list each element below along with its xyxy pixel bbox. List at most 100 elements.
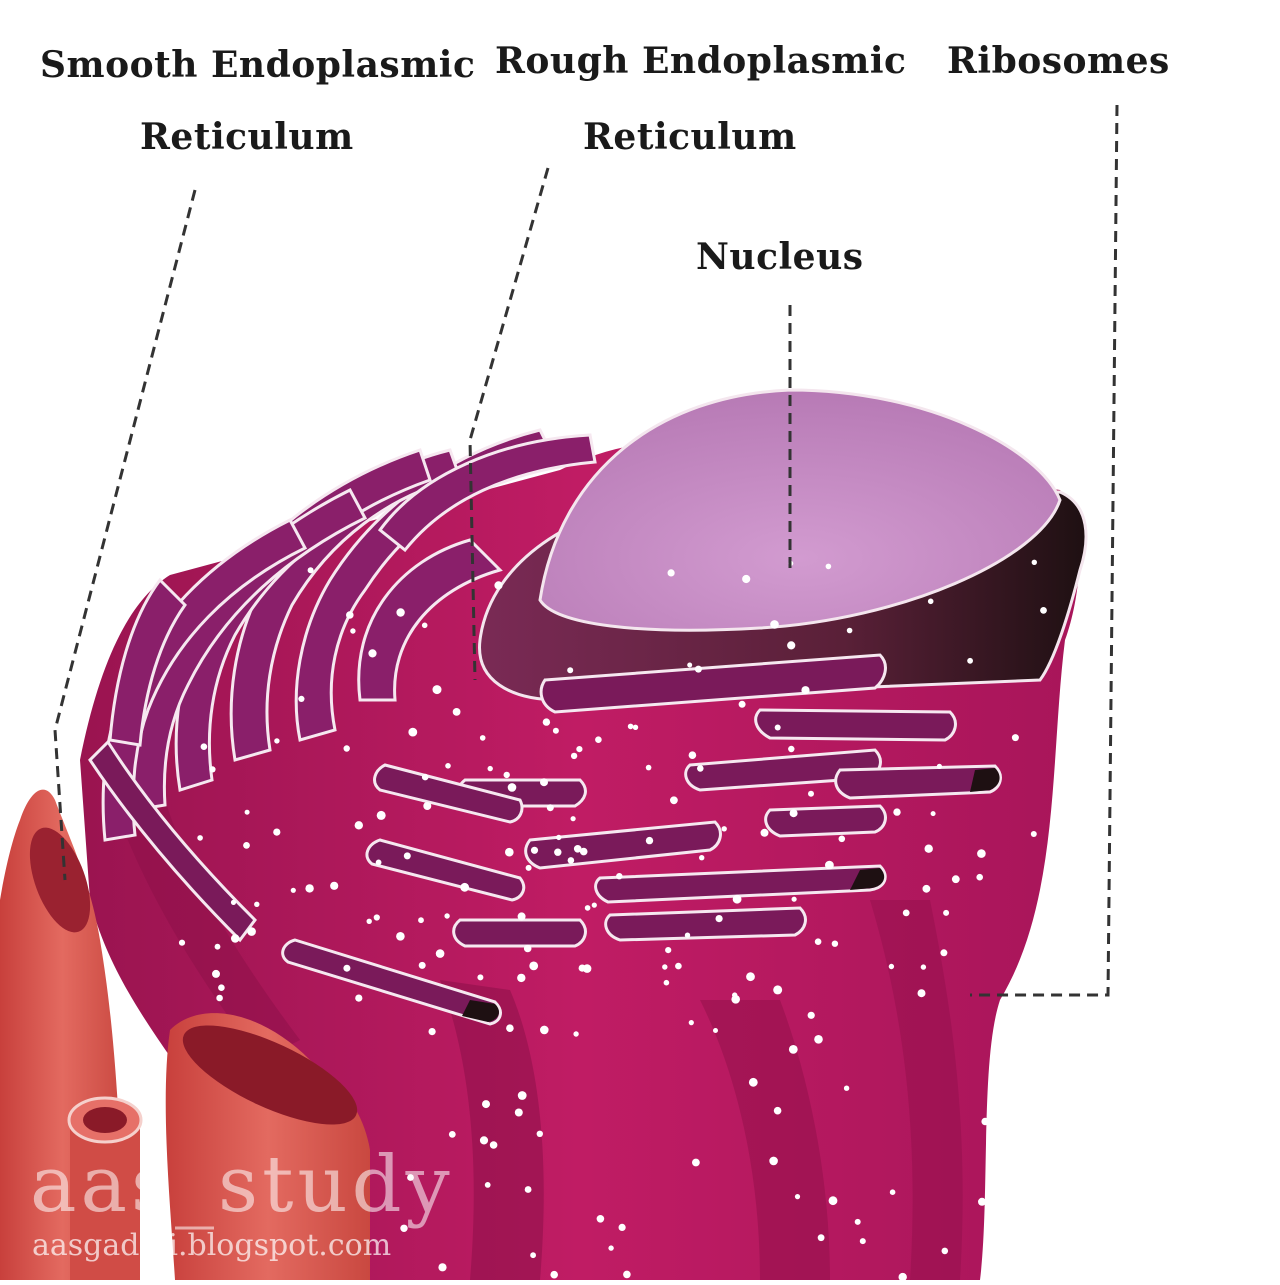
- smooth-er-leader: [53, 189, 197, 881]
- ribosome-dot: [715, 915, 723, 923]
- ribosome-dot: [773, 985, 783, 995]
- ribosome-dot: [769, 1156, 778, 1166]
- ribosome-dot: [494, 581, 503, 590]
- ribosome-dot: [578, 964, 586, 972]
- ribosome-dot: [645, 764, 652, 771]
- ribosome-dot: [608, 1245, 614, 1251]
- ribosome-dot: [573, 845, 582, 853]
- ribosome-dot: [435, 949, 445, 958]
- ribosome-dot: [831, 940, 839, 947]
- ribosome-dot: [936, 763, 943, 770]
- ribosome-dot: [366, 918, 372, 924]
- ribosome-dot: [801, 686, 810, 695]
- ribosome-dot: [396, 608, 405, 617]
- ribosome-dot: [584, 905, 591, 911]
- ribosomes-leader: [970, 104, 1119, 997]
- ribosome-dot: [977, 849, 986, 858]
- ribosome-dot: [893, 808, 901, 816]
- cytoplasm-fold: [870, 900, 963, 1280]
- ribosome-dot: [789, 809, 798, 818]
- ribosome-dot: [688, 751, 697, 759]
- ribosome-dot: [484, 1182, 491, 1188]
- ribosome-dot: [517, 973, 526, 983]
- ribosome-dot: [421, 773, 429, 781]
- ribosome-dot: [346, 611, 354, 619]
- ribosome-dot: [713, 1028, 718, 1033]
- ribosome-dot: [305, 884, 314, 893]
- ribosome-dot: [530, 1252, 536, 1259]
- ribosome-dot: [732, 894, 742, 904]
- ribosome-dot: [1037, 971, 1046, 980]
- ribosome-dot: [274, 738, 280, 744]
- ribosome-dot: [898, 1272, 907, 1282]
- leader-lines: [53, 104, 1119, 997]
- ribosome-dot: [506, 1024, 514, 1032]
- rough-er-label-line1: Rough Endoplasmic: [495, 40, 907, 82]
- ribosome-dot: [517, 912, 526, 921]
- ribosome-dot: [927, 598, 934, 605]
- ribosome-dot: [546, 804, 554, 812]
- ribosome-dot: [951, 875, 960, 884]
- ribosome-dot: [665, 947, 672, 954]
- ribosome-dot: [214, 943, 221, 950]
- ribosome-dot: [996, 1166, 1004, 1173]
- ribosome-dot: [770, 620, 779, 629]
- ribosome-dot: [930, 811, 936, 817]
- ribosome-dot: [675, 962, 682, 970]
- ribosome-dot: [846, 627, 853, 634]
- cytoplasm-fold: [440, 980, 544, 1280]
- ribosome-dot: [788, 745, 795, 753]
- ribosome-dot: [738, 700, 746, 708]
- ribosome-dot: [550, 1270, 558, 1279]
- ribosome-dot: [230, 899, 237, 906]
- ribosome-dot: [888, 963, 895, 970]
- ribosome-dot: [482, 1100, 490, 1109]
- ribosome-dot: [517, 1091, 527, 1100]
- ribosome-dot: [421, 622, 428, 629]
- smooth-er-label-line1: Smooth Endoplasmic: [40, 44, 476, 86]
- ribosome-dot: [216, 994, 223, 1002]
- cytoplasm-fold: [120, 800, 300, 1060]
- ribosome-dot: [791, 896, 797, 902]
- ribosome-dot: [445, 763, 451, 769]
- ribosome-dot: [514, 1108, 523, 1117]
- ribosome-dot: [479, 1136, 489, 1145]
- ribosome-dot: [373, 914, 380, 921]
- ribosome-dot: [794, 1194, 801, 1200]
- cytoplasm-fold: [700, 1000, 830, 1280]
- ribosome-dot: [940, 949, 948, 957]
- rough-er-leader: [468, 167, 550, 681]
- ribosome-dot: [554, 848, 562, 856]
- ribosome-dot: [694, 665, 702, 673]
- ribosome-dot: [687, 662, 693, 668]
- ribosome-dot: [807, 1011, 815, 1019]
- ribosome-dot: [209, 766, 216, 773]
- ribosome-dot: [407, 1174, 414, 1181]
- ribosome-dot: [570, 816, 576, 822]
- ribosome-dot: [889, 1189, 896, 1195]
- ribosome-dot: [990, 1260, 997, 1266]
- ribosome-dot: [489, 1141, 498, 1149]
- ribosome-dot: [692, 1158, 700, 1167]
- ribosome-dot: [400, 1224, 408, 1233]
- smooth-er-label-line2: Reticulum: [140, 116, 354, 158]
- ribosome-dot: [556, 834, 562, 841]
- ribosome-dot: [552, 727, 559, 734]
- ribosome-dot: [432, 685, 442, 695]
- ribosome-dot: [808, 790, 814, 797]
- ribosome-dot: [231, 934, 240, 943]
- ribosome-dot: [773, 1106, 782, 1115]
- ribosome-dot: [200, 743, 208, 750]
- ribosome-dot: [843, 1085, 850, 1091]
- ribosome-dot: [917, 989, 926, 998]
- nucleus-label: Nucleus: [696, 236, 864, 278]
- ribosome-dot: [859, 1238, 866, 1245]
- ribosome-dot: [423, 802, 432, 810]
- ribosome-dot: [632, 724, 639, 730]
- ribosome-dot: [976, 873, 983, 881]
- ribosome-dot: [645, 836, 654, 845]
- rough-er-cisternae: [101, 428, 597, 842]
- ribosome-dot: [507, 783, 517, 792]
- ribosome-dot: [663, 979, 670, 986]
